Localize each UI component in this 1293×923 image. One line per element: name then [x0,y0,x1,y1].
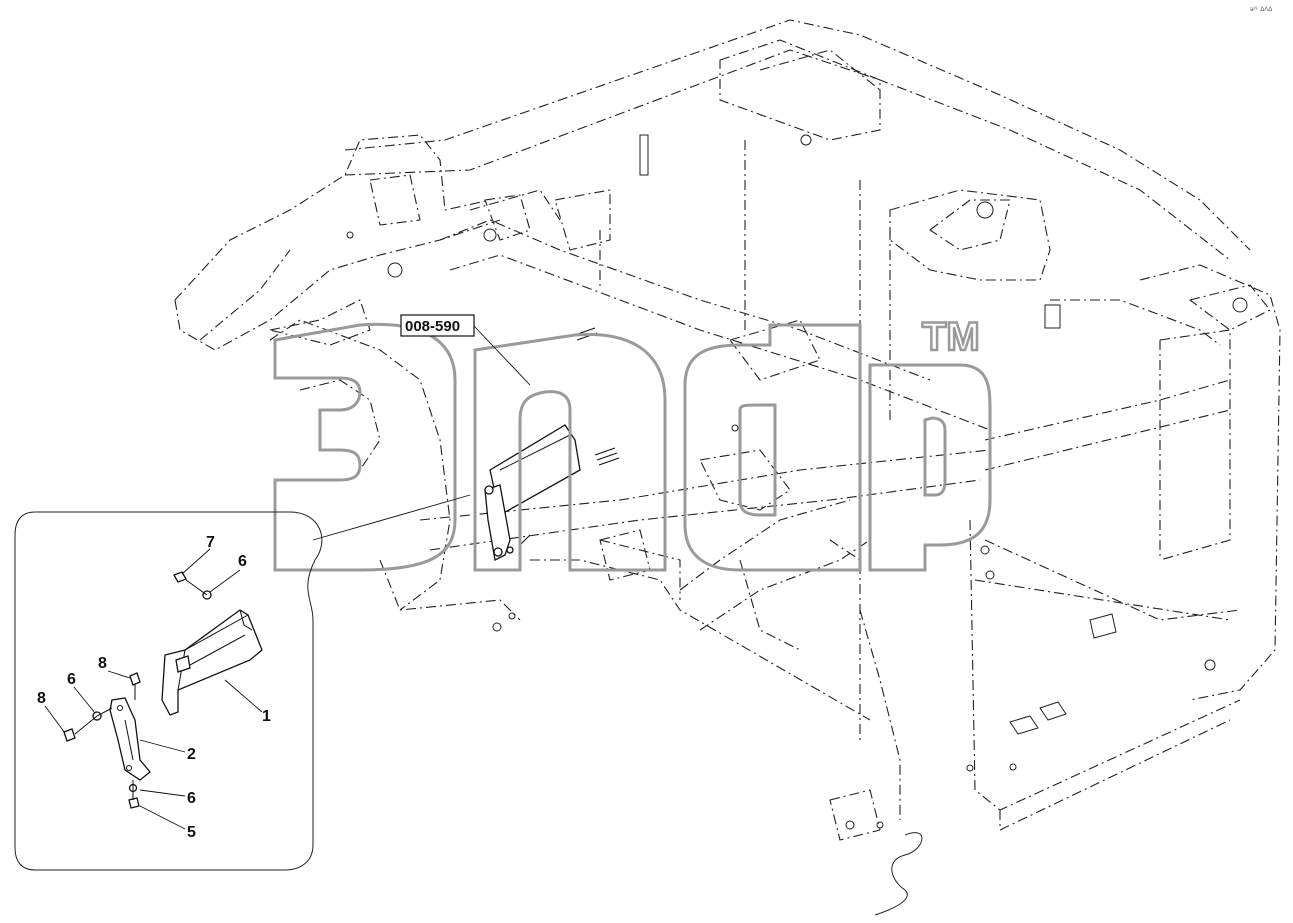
reference-label-box [400,314,475,337]
nut-5 [128,797,140,809]
callout-6-top: 6 [238,553,247,570]
watermark-logo: TM [273,314,992,572]
watermark-trademark: TM [922,315,980,359]
callout-2: 2 [187,746,196,763]
part-2-bracket [109,697,151,781]
bolt-8-top [129,672,141,686]
callout-6-bottom: 6 [187,790,196,807]
callout-6-left: 6 [67,671,76,688]
installed-bracket [484,327,620,561]
callout-1: 1 [262,708,271,725]
hardware [63,571,212,809]
detail-inset: 7 6 8 6 8 1 2 6 5 [14,494,471,871]
image-code: a²³ ΔΛΔ [1250,7,1272,13]
bolt-7 [173,571,187,583]
reference-label: 008-590 [405,318,460,335]
bolt-8-left [63,728,76,742]
machine-frame [174,19,1281,916]
inset-border [14,511,323,871]
reference-callout: 008-590 [400,314,531,386]
callout-8-top: 8 [98,655,107,672]
callout-8-left: 8 [37,690,46,707]
callout-5: 5 [187,824,196,841]
part-1-shield [161,609,263,716]
callout-7: 7 [206,534,215,551]
